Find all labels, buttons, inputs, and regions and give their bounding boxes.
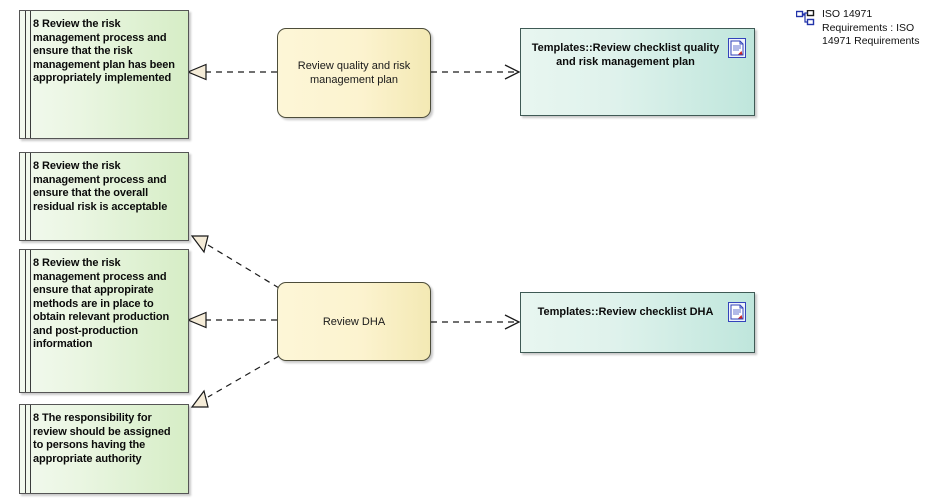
- artifact-checklist-dha[interactable]: Templates::Review checklist DHA: [520, 292, 755, 353]
- artifact-label: Templates::Review checklist quality and …: [531, 42, 720, 68]
- activity-review-quality-plan[interactable]: Review quality and risk management plan: [277, 28, 431, 118]
- requirement-note-risk-plan-implemented[interactable]: 8 Review the risk management process and…: [19, 10, 189, 139]
- connector-dha-to-req3: [186, 311, 277, 329]
- activity-review-dha[interactable]: Review DHA: [277, 282, 431, 361]
- connector-quality-plan-to-checklist: [431, 64, 521, 80]
- artifact-label: Templates::Review checklist DHA: [537, 306, 714, 318]
- legend-line-3: 14971 Requirements: [822, 35, 920, 47]
- requirement-text: 8 Review the risk management process and…: [33, 18, 175, 84]
- connector-dha-to-checklist: [431, 314, 521, 330]
- note-spine: [25, 250, 31, 392]
- requirement-note-residual-risk-acceptable[interactable]: 8 Review the risk management process and…: [19, 152, 189, 241]
- requirement-text: 8 Review the risk management process and…: [33, 257, 170, 350]
- document-icon: [728, 302, 746, 322]
- note-spine: [25, 405, 31, 493]
- legend-line-2: Requirements : ISO: [822, 21, 915, 34]
- activity-label: Review DHA: [322, 315, 386, 328]
- requirement-text: 8 Review the risk management process and…: [33, 160, 168, 213]
- requirement-note-production-information[interactable]: 8 Review the risk management process and…: [19, 249, 189, 393]
- artifact-checklist-quality-plan[interactable]: Templates::Review checklist quality and …: [520, 28, 755, 116]
- connector-quality-plan-to-req1: [186, 63, 277, 81]
- diagram-legend-text: ISO 14971 Requirements : ISO 14971 Requi…: [822, 8, 919, 49]
- diagram-hierarchy-icon: [796, 10, 815, 26]
- requirement-text: 8 The responsibility for review should b…: [33, 412, 171, 465]
- activity-label: Review quality and risk management plan: [297, 60, 411, 86]
- connector-dha-to-req4: [190, 355, 280, 408]
- note-spine: [25, 153, 31, 240]
- legend-line-1: ISO 14971: [822, 8, 873, 20]
- connector-dha-to-req2: [190, 235, 280, 289]
- document-icon: [728, 38, 746, 58]
- requirement-note-review-responsibility[interactable]: 8 The responsibility for review should b…: [19, 404, 189, 494]
- diagram-legend: ISO 14971 Requirements : ISO 14971 Requi…: [796, 8, 934, 49]
- note-spine: [25, 11, 31, 138]
